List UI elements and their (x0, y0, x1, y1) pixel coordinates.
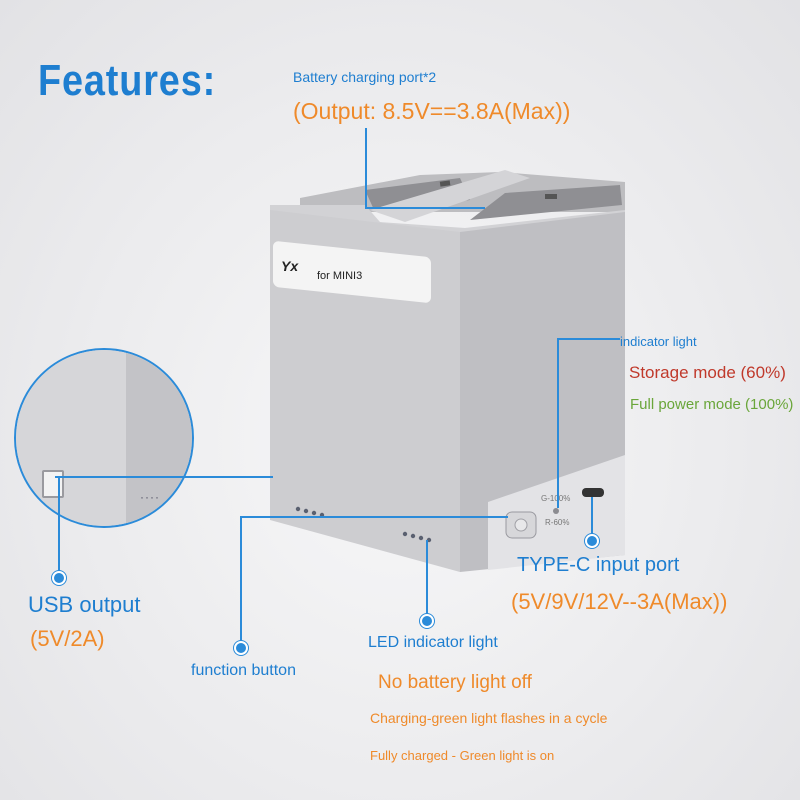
indicator-line-h (557, 338, 620, 340)
usb-line-h (55, 476, 273, 478)
page-title: Features: (38, 56, 217, 105)
indicator-g-label: G-100% (541, 494, 571, 503)
typec-line (591, 497, 593, 539)
usb-output-spec: (5V/2A) (30, 626, 105, 651)
port-line-h (365, 207, 485, 209)
usb-port-shape (42, 470, 64, 498)
battery-port-output: (Output: 8.5V==3.8A(Max)) (293, 98, 571, 124)
led-status-charged: Fully charged - Green light is on (370, 748, 555, 763)
led-dot (420, 614, 434, 628)
usb-zoom-side (126, 350, 192, 526)
typec-dot (585, 534, 599, 548)
typec-spec: (5V/9V/12V--3A(Max)) (511, 589, 728, 614)
indicator-line-v (557, 338, 559, 508)
typec-port-shape (582, 488, 604, 497)
led-line (426, 540, 428, 618)
battery-slot-left (365, 178, 470, 212)
device-label (273, 241, 431, 303)
indicator-r-label: R-60% (545, 518, 570, 527)
fn-line-v (240, 516, 242, 646)
fn-dot (234, 641, 248, 655)
usb-zoom-inset: ···· (14, 348, 194, 528)
usb-zoom-dots: ···· (140, 490, 160, 504)
battery-slot-right (470, 185, 622, 220)
indicator-light-label: indicator light (620, 334, 697, 349)
storage-mode-text: Storage mode (60%) (629, 363, 786, 382)
charger-top-face (270, 205, 625, 238)
typec-label: TYPE-C input port (517, 554, 680, 576)
brand-mark: Yx (281, 258, 299, 274)
port-line-vertical (365, 128, 367, 208)
function-button-label: function button (191, 662, 296, 679)
led-indicator-label: LED indicator light (368, 634, 498, 651)
usb-dot (52, 571, 66, 585)
full-power-mode-text: Full power mode (100%) (630, 396, 794, 413)
fn-line-h (240, 516, 508, 518)
indicator-light-dot (553, 508, 559, 514)
usb-output-label: USB output (28, 592, 141, 617)
usb-line-v (58, 476, 60, 576)
led-status-no-battery: No battery light off (378, 672, 532, 693)
front-led-dots (295, 506, 325, 518)
usb-zoom-body (16, 350, 126, 526)
battery-port-label: Battery charging port*2 (293, 69, 437, 85)
slot-divider (370, 170, 530, 222)
led-status-charging: Charging-green light flashes in a cycle (370, 710, 608, 726)
model-label: for MINI3 (317, 270, 363, 282)
